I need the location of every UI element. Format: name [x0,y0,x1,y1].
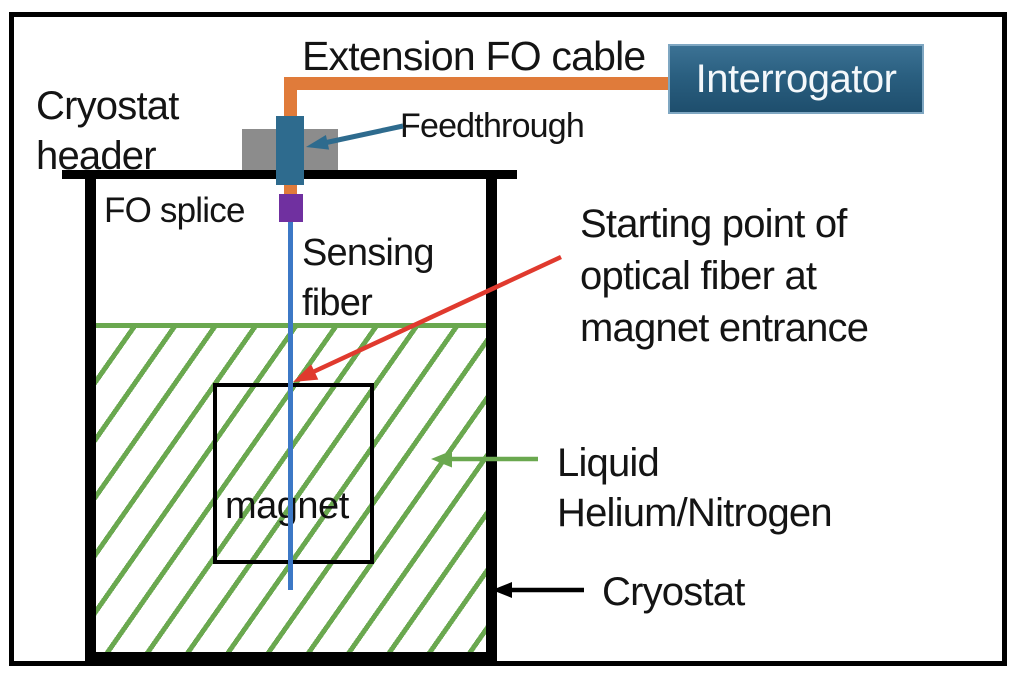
fo-splice-square [279,194,303,222]
cryostat-header-line2: header [36,134,157,178]
cryostat-header-label: Cryostat header [36,81,179,181]
interrogator-label: Interrogator [695,56,897,101]
feedthrough-text: Feedthrough [400,107,585,145]
sensing-fiber-line [288,221,293,590]
cryostat-label: Cryostat [602,570,745,615]
magnet-box: magnet [213,383,374,564]
cryostat-header-line1: Cryostat [36,84,179,128]
extension-cable-vertical [284,77,297,118]
starting-point-label: Starting point of optical fiber at magne… [580,198,869,354]
sensing-fiber-line2: fiber [302,282,373,324]
extension-cable-stub [284,184,297,196]
extension-fo-cable-label: Extension FO cable [302,33,646,80]
interrogator-box: Interrogator [668,44,924,114]
sensing-fiber-line1: Sensing [302,232,435,274]
extension-fo-cable-text: Extension FO cable [302,33,646,79]
magnet-label: magnet [225,485,349,527]
liquid-line1: Liquid [557,441,660,485]
cryostat-vessel [85,170,497,662]
liquid-helium-nitrogen-label: Liquid Helium/Nitrogen [557,438,833,538]
starting-point-line2: optical fiber at [580,254,817,298]
fo-splice-label: FO splice [104,191,245,231]
cryostat-text: Cryostat [602,570,745,614]
feedthrough-body [276,116,304,185]
outer-frame [9,12,1007,666]
feedthrough-label: Feedthrough [400,107,585,146]
fo-splice-text: FO splice [104,191,245,230]
sensing-fiber-label: Sensing fiber [302,228,435,328]
starting-point-line3: magnet entrance [580,306,869,350]
extension-cable-horizontal [284,77,668,90]
starting-point-line1: Starting point of [580,202,847,246]
liquid-line2: Helium/Nitrogen [557,491,833,535]
